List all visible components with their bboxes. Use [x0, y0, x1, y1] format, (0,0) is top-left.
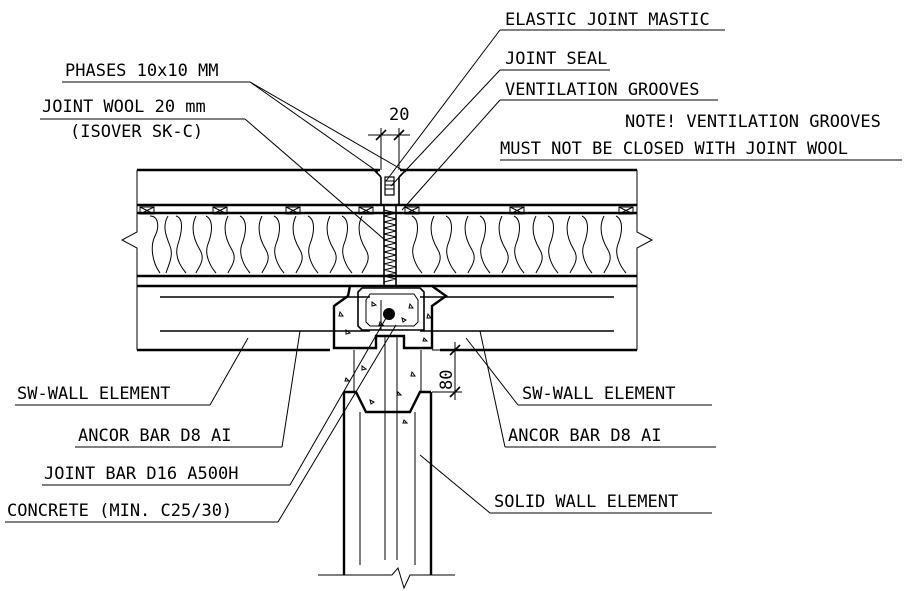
label-joint-wool: JOINT WOOL 20 mm — [42, 97, 206, 117]
leader-lines — [5, 29, 902, 523]
label-elastic-joint-mastic: ELASTIC JOINT MASTIC — [505, 10, 710, 30]
inner-concrete-leaf — [137, 284, 637, 352]
label-anchor-bar-right: ANCOR BAR D8 AI — [508, 426, 662, 446]
label-ventilation-grooves: VENTILATION GROOVES — [505, 80, 699, 100]
label-isover: (ISOVER SK-C) — [70, 122, 203, 142]
label-note-line1: NOTE! VENTILATION GROOVES — [625, 112, 881, 132]
dimension-20-text: 20 — [389, 105, 409, 125]
insulation-layer — [120, 170, 654, 350]
label-solid-wall: SOLID WALL ELEMENT — [494, 492, 678, 512]
label-phases: PHASES 10x10 MM — [65, 61, 219, 81]
label-note-line2: MUST NOT BE CLOSED WITH JOINT WOOL — [500, 139, 848, 159]
joint-wool — [383, 205, 397, 286]
labels: ELASTIC JOINT MASTIC JOINT SEAL VENTILAT… — [7, 10, 881, 521]
joint-seal — [384, 176, 395, 196]
dimension-depth: 80 — [432, 342, 462, 400]
dimension-joint-width: 20 — [368, 105, 410, 170]
dimension-80-text: 80 — [437, 370, 457, 390]
outer-concrete-leaf — [137, 168, 637, 207]
label-joint-seal: JOINT SEAL — [505, 49, 607, 69]
joint-pocket — [332, 284, 449, 560]
label-joint-bar: JOINT BAR D16 A500H — [44, 464, 238, 484]
label-anchor-bar-left: ANCOR BAR D8 AI — [78, 426, 232, 446]
label-sw-wall-right: SW-WALL ELEMENT — [522, 384, 676, 404]
solid-wall-element — [318, 350, 455, 590]
label-concrete: CONCRETE (MIN. C25/30) — [7, 501, 232, 521]
label-sw-wall-left: SW-WALL ELEMENT — [17, 384, 171, 404]
